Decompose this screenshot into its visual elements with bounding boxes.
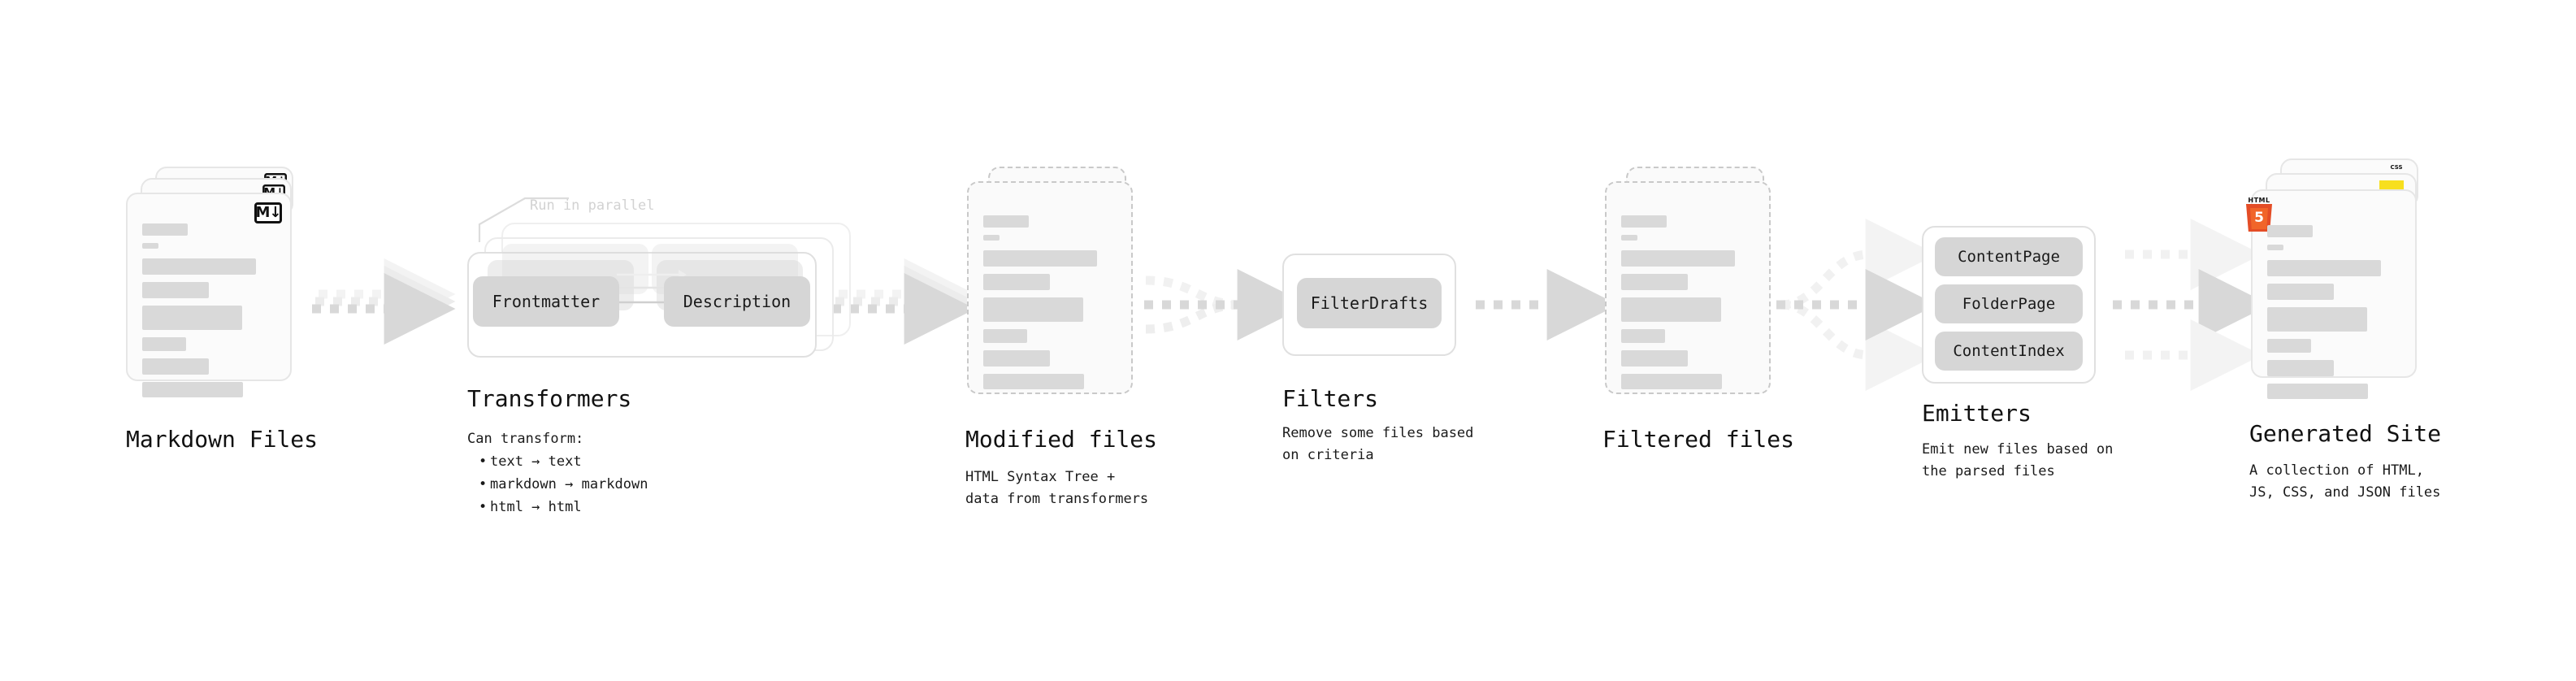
stage-title-modified-files: Modified files (965, 426, 1158, 453)
html5-badge-word: HTML (2248, 197, 2270, 204)
arrow-filtered-to-emitters (1776, 219, 1937, 391)
list-item: html → html (479, 496, 648, 518)
transformers-desc-head: Can transform: (467, 431, 584, 447)
filtered-doc-front (1605, 181, 1771, 394)
emitters-description: Emit new files based on the parsed files (1922, 441, 2114, 480)
generated-site-description: A collection of HTML, JS, CSS, and JSON … (2249, 462, 2441, 501)
doc-skeleton-lines (2267, 225, 2402, 406)
arrow-markdown-to-transformers (312, 258, 456, 345)
stage-title-filtered-files: Filtered files (1602, 426, 1795, 453)
transformers-capability-list: text → text markdown → markdown html → h… (467, 450, 648, 518)
stage-title-generated-site: Generated Site (2249, 420, 2442, 447)
emitter-pill-contentindex[interactable]: ContentIndex (1935, 332, 2083, 371)
filter-pill-filterdrafts[interactable]: FilterDrafts (1297, 278, 1442, 328)
modified-files-description: HTML Syntax Tree + data from transformer… (965, 469, 1149, 508)
transformer-pill-frontmatter[interactable]: Frontmatter (473, 276, 619, 327)
emitter-pill-folderpage[interactable]: FolderPage (1935, 284, 2083, 323)
list-item: text → text (479, 450, 648, 473)
list-item: markdown → markdown (479, 473, 648, 496)
modified-doc-front (967, 181, 1133, 394)
markdown-badge-icon: M↓ (254, 202, 282, 223)
html5-badge-number: 5 (2250, 208, 2268, 229)
transformers-description: Can transform: text → text markdown → ma… (467, 427, 648, 518)
doc-skeleton-lines (983, 215, 1118, 397)
markdown-doc-front: M↓ (126, 193, 292, 397)
generated-doc-front-html: HTML 5 (2246, 189, 2417, 399)
filters-description: Remove some files based on criteria (1282, 425, 1474, 464)
stage-title-filters: Filters (1282, 385, 1379, 412)
run-in-parallel-label: Run in parallel (530, 197, 655, 214)
stage-title-markdown-files: Markdown Files (126, 426, 319, 453)
doc-skeleton-lines (1621, 215, 1756, 397)
doc-skeleton-lines (142, 223, 277, 405)
stage-title-transformers: Transformers (467, 385, 632, 412)
arrow-emitters-to-site (2113, 219, 2270, 391)
emitter-pill-contentpage[interactable]: ContentPage (1935, 237, 2083, 276)
arrow-modified-to-filters (1144, 269, 1309, 340)
stage-title-emitters: Emitters (1922, 400, 2032, 427)
transformer-pill-description[interactable]: Description (664, 276, 810, 327)
run-in-parallel-bracket (478, 197, 569, 242)
